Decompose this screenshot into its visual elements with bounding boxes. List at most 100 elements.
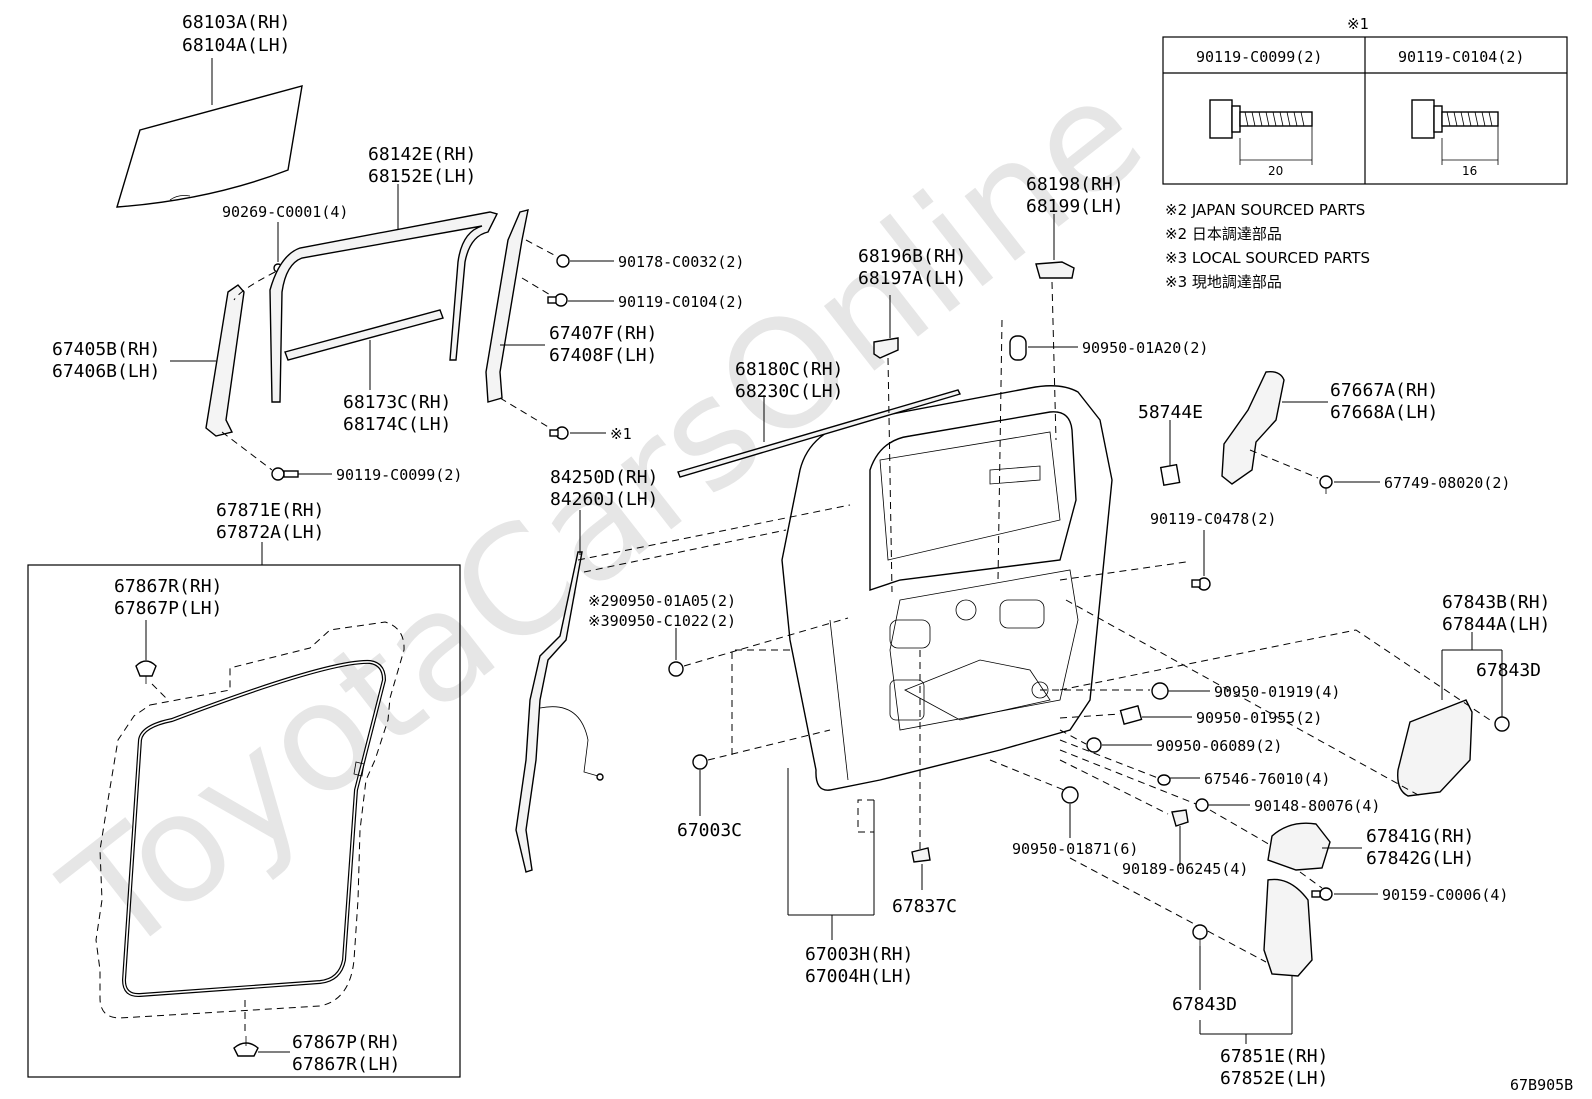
label-channel-67407-rh: 67407F(RH) xyxy=(549,323,657,344)
clip-67867-bottom-icon xyxy=(233,1036,259,1057)
label-cushion-67003c: 67003C xyxy=(677,820,742,841)
label-beltline-rh: 68173C(RH) xyxy=(343,392,451,413)
label-moulding-lh: 68230C(LH) xyxy=(735,381,843,402)
label-bolt-c0478: 90119-C0478(2) xyxy=(1150,510,1276,528)
hinge-68196b-icon xyxy=(873,337,899,359)
label-weatherstrip-rh: 67405B(RH) xyxy=(52,339,160,360)
label-harness-rh: 84250D(RH) xyxy=(550,467,658,488)
clip-67843d-right-icon xyxy=(1494,716,1510,732)
label-hinge-68196-rh: 68196B(RH) xyxy=(858,246,966,267)
legend-col2-label: 90119-C0104(2) xyxy=(1398,48,1524,66)
plug-01a20-icon xyxy=(1009,335,1027,361)
label-cover-67841-rh: 67841G(RH) xyxy=(1366,826,1474,847)
label-clip-top-rh: 67867R(RH) xyxy=(114,576,222,597)
note-japan-jp: ※2 日本調達部品 xyxy=(1165,225,1282,243)
caution-label-icon xyxy=(1159,463,1181,487)
label-seal-lh: 67872A(LH) xyxy=(216,522,324,543)
cover-67843-bracket xyxy=(1441,632,1503,720)
bolt-c0478-icon xyxy=(1191,577,1211,591)
cover-67841g xyxy=(1267,822,1331,871)
label-plug-01871: 90950-01871(6) xyxy=(1012,840,1138,858)
cover-67843b xyxy=(1397,699,1473,797)
label-panel-67003h-rh: 67003H(RH) xyxy=(805,944,913,965)
bolt-16mm-icon: 16 xyxy=(1411,99,1499,178)
note-local-en: ※3 LOCAL SOURCED PARTS xyxy=(1165,249,1370,267)
moulding-68180c xyxy=(677,389,961,478)
label-weatherstrip-lh: 67406B(LH) xyxy=(52,361,160,382)
label-nut-90178: 90178-C0032(2) xyxy=(618,253,744,271)
bolt-20mm-icon: 20 xyxy=(1209,99,1313,178)
label-hinge-68198-rh: 68198(RH) xyxy=(1026,174,1124,195)
label-cover-67851-lh: 67852E(LH) xyxy=(1220,1068,1328,1089)
label-beltline-lh: 68174C(LH) xyxy=(343,414,451,435)
dim-16-label: 16 xyxy=(1462,164,1477,178)
nut-90178-icon xyxy=(556,254,570,268)
label-run-channel-rh: 68142E(RH) xyxy=(368,144,476,165)
label-clip-bottom-rh: 67867P(RH) xyxy=(292,1032,400,1053)
note-local-jp: ※3 現地調達部品 xyxy=(1165,273,1282,291)
label-seal-rh: 67871E(RH) xyxy=(216,500,324,521)
clip-67843d-bottom-icon xyxy=(1192,924,1208,946)
label-clip-80076: 90148-80076(4) xyxy=(1254,797,1380,815)
clip-06245-icon xyxy=(1171,809,1189,827)
label-moulding-rh: 68180C(RH) xyxy=(735,359,843,380)
label-bolt-c0006: 90159-C0006(4) xyxy=(1382,886,1508,904)
bolt-c0099-icon xyxy=(271,467,299,481)
label-plug-01919: 90950-01919(4) xyxy=(1214,683,1340,701)
label-bolt-ref1: ※1 xyxy=(610,425,632,443)
label-hinge-68198-lh: 68199(LH) xyxy=(1026,196,1124,217)
label-channel-67407-lh: 67408F(LH) xyxy=(549,345,657,366)
label-cover-67667-rh: 67667A(RH) xyxy=(1330,380,1438,401)
clip-80076-icon xyxy=(1195,798,1209,812)
legend-box: ※1 90119-C0099(2) 90119-C0104(2) 20 16 xyxy=(1162,15,1568,185)
label-cover-67851-rh: 67851E(RH) xyxy=(1220,1046,1328,1067)
label-plug-c1022: ※390950-C1022(2) xyxy=(588,612,736,630)
label-clip-67749: 67749-08020(2) xyxy=(1384,474,1510,492)
door-inner-panel xyxy=(781,385,1113,791)
label-clip-06245: 90189-06245(4) xyxy=(1122,860,1248,878)
bolt-ref1-icon xyxy=(549,426,569,440)
label-bolt-c0104: 90119-C0104(2) xyxy=(618,293,744,311)
diagram-code: 67B905B xyxy=(1510,1076,1573,1094)
seal-detail-box xyxy=(27,564,461,1078)
plug-67546-icon xyxy=(1157,774,1171,786)
channel-67407f xyxy=(485,209,529,403)
wire-harness-84250d xyxy=(515,551,604,873)
cover-67851e xyxy=(1263,878,1313,977)
label-cover-67841-lh: 67842G(LH) xyxy=(1366,848,1474,869)
label-cover-67667-lh: 67668A(LH) xyxy=(1330,402,1438,423)
label-bolt-c0099: 90119-C0099(2) xyxy=(336,466,462,484)
dim-20-label: 20 xyxy=(1268,164,1283,178)
label-plug-01955: 90950-01955(2) xyxy=(1196,709,1322,727)
label-hinge-68196-lh: 68197A(LH) xyxy=(858,268,966,289)
legend-header-mark: ※1 xyxy=(1347,15,1369,33)
label-glass-lh: 68104A(LH) xyxy=(182,35,290,56)
plug-01871-icon xyxy=(1061,786,1079,804)
clip-67749-icon xyxy=(1319,475,1333,494)
panel-67003h-bracket xyxy=(787,768,875,940)
label-58744e: 58744E xyxy=(1138,402,1203,423)
label-clip-67843d-bottom: 67843D xyxy=(1172,994,1237,1015)
door-seal-weatherstrip xyxy=(95,621,405,1019)
label-glass-clip: 90269-C0001(4) xyxy=(222,203,348,221)
label-run-channel-lh: 68152E(LH) xyxy=(368,166,476,187)
note-japan-en: ※2 JAPAN SOURCED PARTS xyxy=(1165,201,1365,219)
label-clip-bottom-lh: 67867R(LH) xyxy=(292,1054,400,1075)
label-cover-67843-lh: 67844A(LH) xyxy=(1442,614,1550,635)
label-clip-67843d-right: 67843D xyxy=(1476,660,1541,681)
door-glass xyxy=(116,85,303,208)
clip-67837c-icon xyxy=(911,847,931,863)
label-panel-67003h-lh: 67004H(LH) xyxy=(805,966,913,987)
cover-67851-bracket xyxy=(1199,976,1293,1044)
cover-67667a xyxy=(1221,370,1285,485)
bolt-c0104-icon xyxy=(547,293,568,307)
legend-col1-label: 90119-C0099(2) xyxy=(1196,48,1322,66)
weatherstrip-67405b xyxy=(205,284,245,437)
label-clip-67837c: 67837C xyxy=(892,896,957,917)
run-channel-68142e xyxy=(269,211,499,403)
hinge-68198-icon xyxy=(1035,261,1075,279)
plug-06089-icon xyxy=(1086,737,1102,753)
plug-01a05-icon xyxy=(668,661,684,677)
bolt-c0006-icon xyxy=(1311,887,1333,901)
